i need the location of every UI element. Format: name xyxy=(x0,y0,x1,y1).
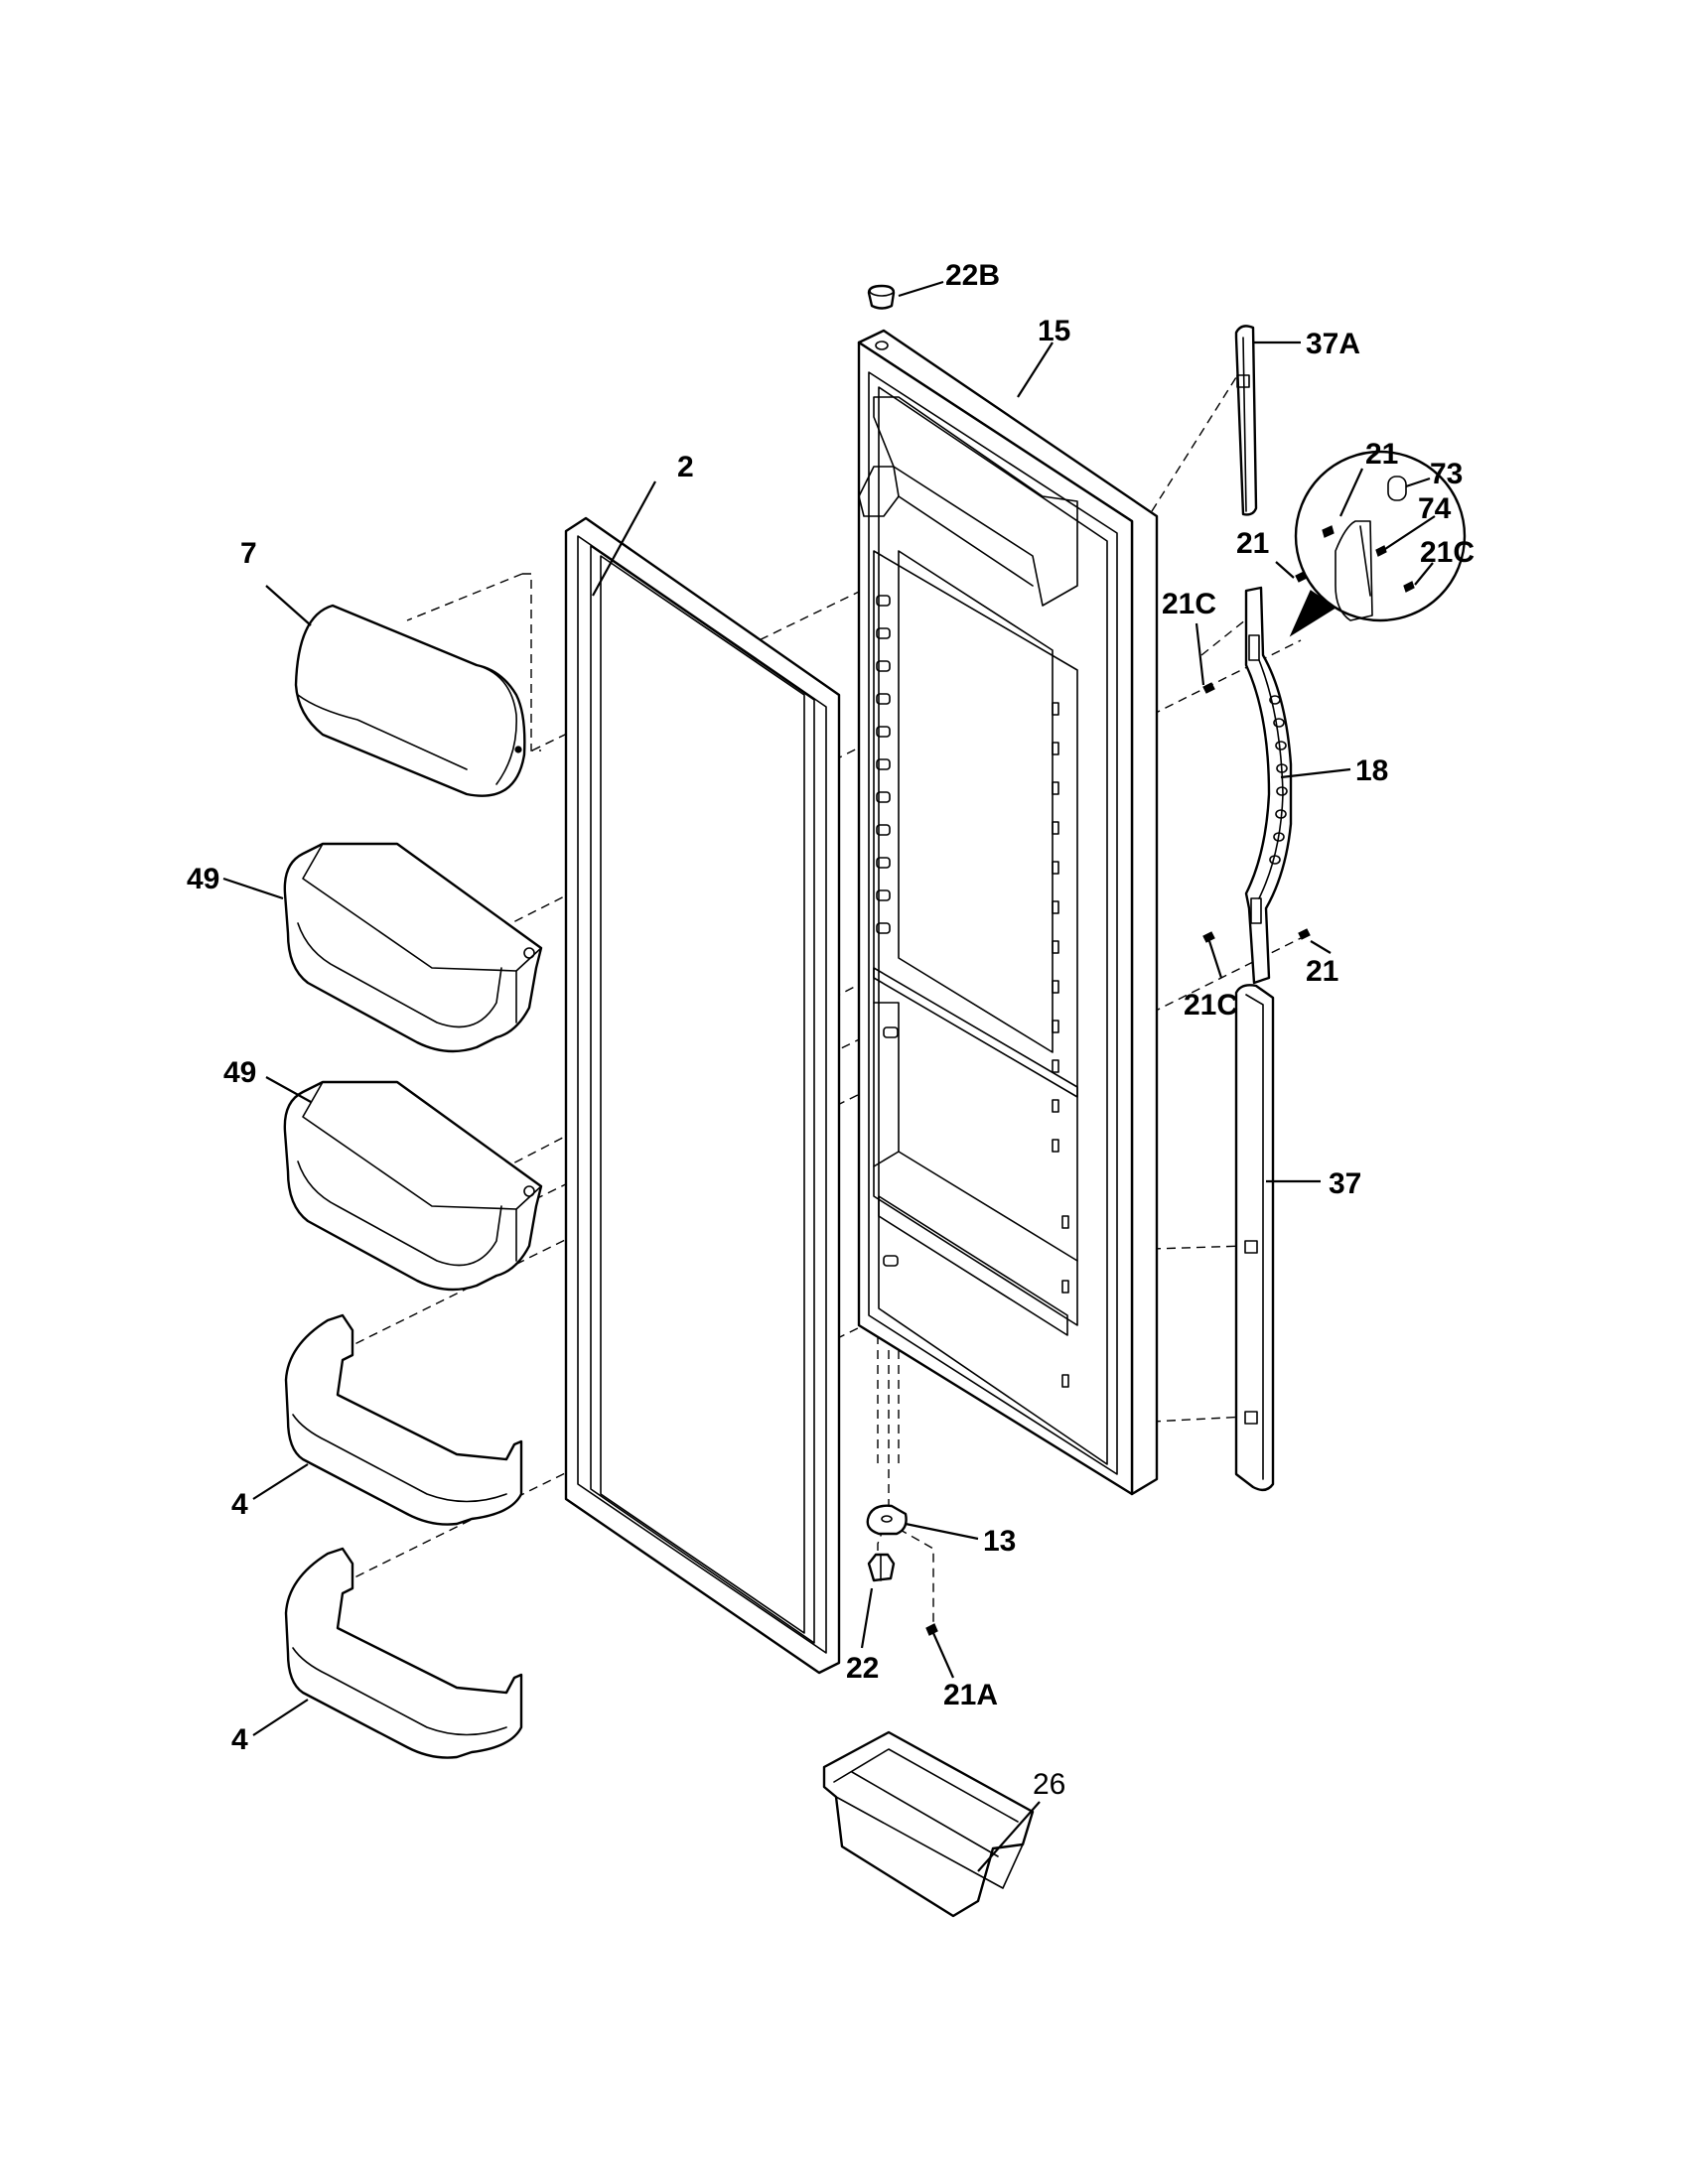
part-labels: 22B 15 37A 2 7 21 73 74 21 21C 21C 18 49… xyxy=(187,259,1475,1801)
label-37: 37 xyxy=(1329,1167,1361,1200)
label-21A: 21A xyxy=(943,1679,998,1711)
label-49-lower: 49 xyxy=(223,1056,256,1089)
door-bin-49-upper xyxy=(283,842,543,1053)
label-21C-top: 21C xyxy=(1162,588,1216,620)
label-74: 74 xyxy=(1418,492,1452,525)
label-37A: 37A xyxy=(1306,328,1360,360)
label-4-lower: 4 xyxy=(231,1723,248,1756)
label-4-upper: 4 xyxy=(231,1488,248,1521)
bottom-bin-26 xyxy=(822,1730,1035,1918)
label-21-top: 21 xyxy=(1236,527,1269,560)
label-15: 15 xyxy=(1038,315,1070,347)
door-handle-18 xyxy=(1244,586,1293,985)
door-shelf-4-lower xyxy=(284,1547,523,1759)
label-22: 22 xyxy=(846,1652,879,1685)
label-26: 26 xyxy=(1033,1768,1065,1801)
door-gasket xyxy=(564,516,841,1675)
screw-21A xyxy=(925,1623,938,1636)
label-49-upper: 49 xyxy=(187,863,219,895)
top-trim-37A xyxy=(1234,325,1258,516)
label-21-inset: 21 xyxy=(1365,438,1398,471)
label-73: 73 xyxy=(1430,458,1463,490)
door-liner xyxy=(857,329,1159,1496)
label-22B: 22B xyxy=(945,259,1000,292)
hinge-pin-22 xyxy=(867,1553,896,1582)
hinge-plate-13 xyxy=(866,1504,908,1536)
label-2: 2 xyxy=(677,451,694,483)
door-bin-49-lower xyxy=(283,1080,543,1292)
detail-inset xyxy=(1289,450,1467,637)
dairy-door-cover xyxy=(294,604,526,797)
label-13: 13 xyxy=(983,1525,1016,1558)
hinge-bushing-22B xyxy=(867,284,896,310)
label-21-bottom: 21 xyxy=(1306,955,1338,988)
side-trim-37 xyxy=(1234,984,1275,1492)
door-shelf-4-upper xyxy=(284,1313,523,1526)
label-21C-inset: 21C xyxy=(1420,536,1475,569)
label-7: 7 xyxy=(240,537,257,570)
leader-lines xyxy=(222,280,1436,1872)
label-21C-bottom: 21C xyxy=(1184,989,1238,1022)
label-18: 18 xyxy=(1355,754,1388,787)
